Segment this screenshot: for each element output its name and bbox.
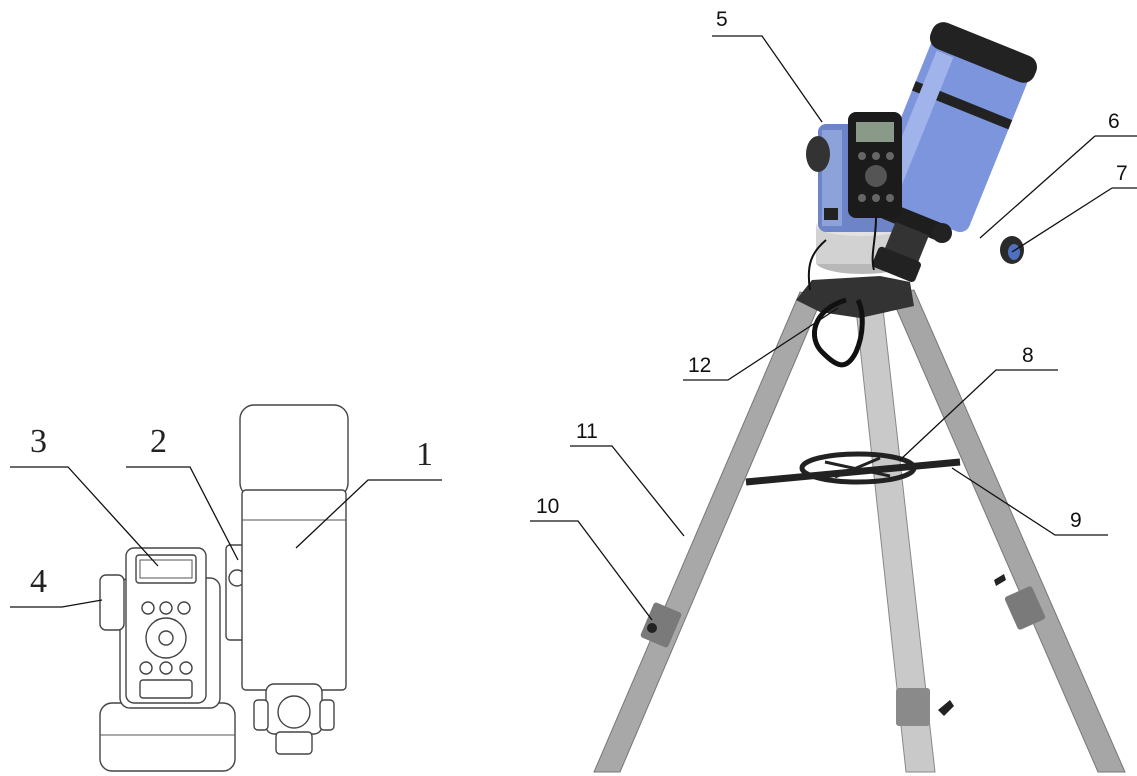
label-4: 4 [30, 563, 47, 600]
controller-buttons [139, 601, 193, 699]
label-7: 7 [1116, 162, 1128, 185]
label-5: 5 [716, 8, 728, 31]
label-3: 3 [30, 423, 47, 460]
label-6: 6 [1108, 110, 1120, 133]
label-8: 8 [1022, 344, 1034, 367]
left-leader-lines [10, 466, 442, 608]
label-2: 2 [150, 423, 167, 460]
tripod-telescope [593, 22, 1126, 773]
label-1: 1 [416, 436, 433, 473]
right-leader-lines [530, 35, 1137, 621]
line-drawing-telescope [99, 404, 349, 772]
label-group: 1 2 3 4 5 6 7 8 9 10 11 12 [30, 8, 1128, 600]
label-9: 9 [1070, 509, 1082, 532]
label-11: 11 [576, 420, 598, 443]
label-12: 12 [688, 354, 711, 377]
label-10: 10 [536, 495, 559, 518]
